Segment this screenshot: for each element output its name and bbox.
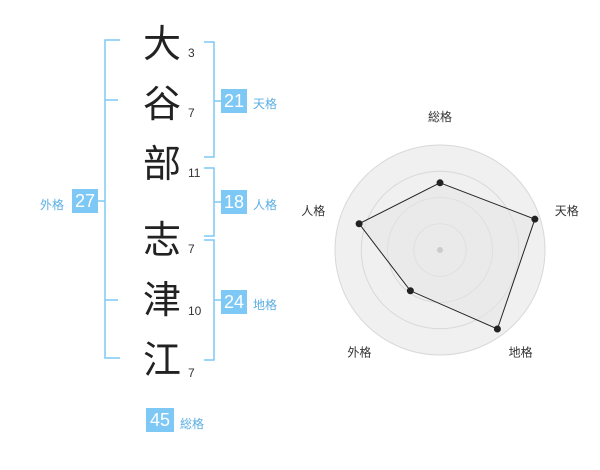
stroke-count-5: 10 <box>188 304 202 318</box>
radar-point-5 <box>355 220 363 228</box>
gaikaku-value: 27 <box>72 189 98 213</box>
radar-center-dot <box>437 247 443 253</box>
soukaku-value: 45 <box>146 408 174 432</box>
name-char-3: 部 <box>142 142 181 186</box>
radar-axis-label-2: 天格 <box>555 203 579 218</box>
radar-point-4 <box>406 287 414 295</box>
radar-axis-label-3: 地格 <box>509 345 533 360</box>
chikaku-value: 24 <box>221 290 247 314</box>
stroke-count-4: 7 <box>188 242 195 256</box>
jinkaku-label: 人格 <box>253 198 278 212</box>
radar-point-3 <box>493 325 501 333</box>
stroke-count-3: 11 <box>188 166 201 180</box>
radar-axis-label-4: 外格 <box>347 345 371 360</box>
tenkaku-label: 天格 <box>253 97 278 111</box>
stroke-count-1: 3 <box>188 46 195 60</box>
radar-axis-label-5: 人格 <box>301 203 325 218</box>
soukaku-label: 総格 <box>180 417 205 431</box>
jinkaku-value: 18 <box>221 190 247 214</box>
name-char-4: 志 <box>142 218 181 262</box>
name-char-6: 江 <box>142 338 181 382</box>
name-char-1: 大 <box>142 22 181 66</box>
radar-axis-label-1: 総格 <box>428 109 452 124</box>
stroke-count-6: 7 <box>188 366 195 380</box>
tenkaku-value: 21 <box>221 89 247 113</box>
gaikaku-label: 外格 <box>40 198 65 212</box>
name-char-2: 谷 <box>142 82 181 126</box>
chikaku-label: 地格 <box>253 298 278 312</box>
radar-polygon <box>358 182 536 330</box>
radar-point-2 <box>531 215 539 223</box>
radar-point-1 <box>436 179 444 187</box>
name-char-5: 津 <box>142 278 181 322</box>
stroke-count-2: 7 <box>188 106 195 120</box>
